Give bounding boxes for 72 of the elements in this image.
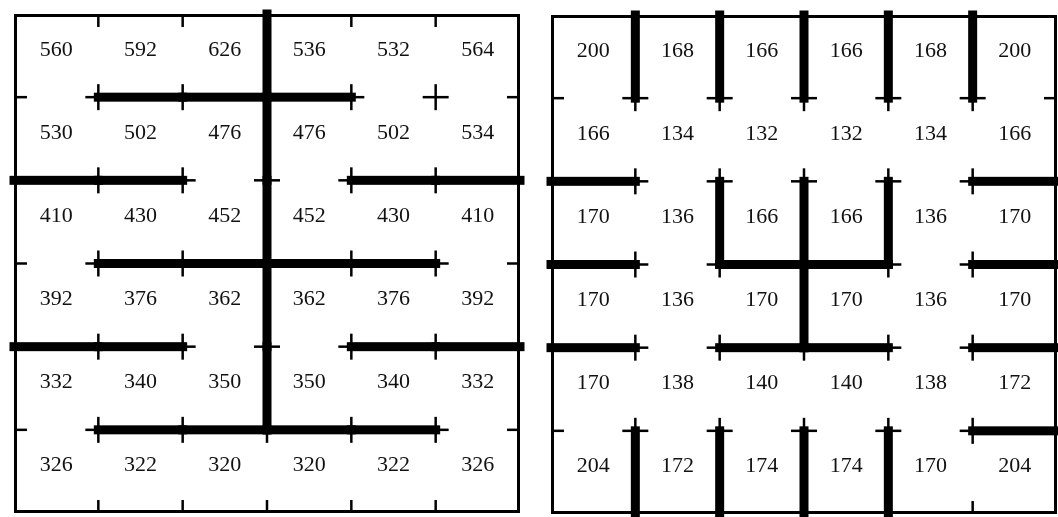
grid-number: 410	[461, 203, 495, 226]
grid-number: 376	[377, 287, 410, 310]
grid-number: 170	[576, 204, 610, 227]
grid-number: 350	[292, 370, 326, 393]
grid-number: 136	[661, 288, 694, 311]
grid-number: 476	[208, 120, 242, 143]
grid-number: 534	[461, 120, 495, 143]
grid-number: 166	[745, 204, 779, 227]
grid-number: 170	[998, 288, 1032, 311]
grid-number: 376	[124, 287, 157, 310]
grid-number: 168	[914, 38, 947, 61]
grid-number: 592	[124, 37, 157, 60]
grid-number: 536	[292, 37, 326, 60]
grid-number: 166	[829, 204, 863, 227]
grid-number: 170	[829, 288, 863, 311]
grid-number: 134	[914, 121, 947, 144]
grid-number: 340	[124, 370, 157, 393]
grid-number: 172	[661, 454, 694, 477]
grid-number: 332	[461, 370, 495, 393]
grid-number: 200	[998, 38, 1032, 61]
grid-number: 140	[745, 371, 779, 394]
grid-number: 564	[461, 37, 495, 60]
grid-number: 136	[661, 204, 694, 227]
grid-number: 166	[745, 38, 779, 61]
grid-number: 626	[208, 37, 242, 60]
grid-number: 134	[661, 121, 694, 144]
grid-number: 410	[39, 203, 73, 226]
grid-number: 502	[124, 120, 157, 143]
grid-number: 170	[745, 288, 779, 311]
grid-number: 430	[377, 203, 410, 226]
grid-number: 138	[661, 371, 694, 394]
grid-number: 320	[292, 453, 326, 476]
grid-number: 172	[998, 371, 1032, 394]
grid-number: 132	[745, 121, 779, 144]
grid-number: 136	[914, 204, 947, 227]
grid-number: 166	[576, 121, 610, 144]
grid-number: 452	[292, 203, 326, 226]
grid-number: 138	[914, 371, 947, 394]
grid-number: 322	[377, 453, 410, 476]
grid-number: 452	[208, 203, 242, 226]
grid-number: 340	[377, 370, 410, 393]
grid-number: 170	[914, 454, 947, 477]
grid-number: 132	[829, 121, 863, 144]
grid-number: 362	[292, 287, 326, 310]
grid-number: 170	[576, 371, 610, 394]
grid-number: 502	[377, 120, 410, 143]
grid-number: 392	[39, 287, 73, 310]
grid-number: 174	[745, 454, 779, 477]
grid-number: 322	[124, 453, 157, 476]
grid-number: 204	[998, 454, 1032, 477]
grid-number: 166	[829, 38, 863, 61]
grid-number: 392	[461, 287, 495, 310]
grid-number: 560	[39, 37, 73, 60]
grid-number: 430	[124, 203, 157, 226]
grid-number: 350	[208, 370, 242, 393]
grid-number: 530	[39, 120, 73, 143]
grid-number: 326	[39, 453, 73, 476]
grid-number: 168	[661, 38, 694, 61]
grid-number: 532	[377, 37, 410, 60]
grid-number: 174	[829, 454, 863, 477]
grid-number: 166	[998, 121, 1032, 144]
grid-number: 320	[208, 453, 242, 476]
grid-number: 140	[829, 371, 863, 394]
grid-number: 170	[998, 204, 1032, 227]
grid-number: 170	[576, 288, 610, 311]
grid-number: 332	[39, 370, 73, 393]
grid-number: 200	[576, 38, 610, 61]
grid-number: 476	[292, 120, 326, 143]
grid-number: 326	[461, 453, 495, 476]
grid-number: 204	[576, 454, 610, 477]
grid-number: 136	[914, 288, 947, 311]
grid-number: 362	[208, 287, 242, 310]
